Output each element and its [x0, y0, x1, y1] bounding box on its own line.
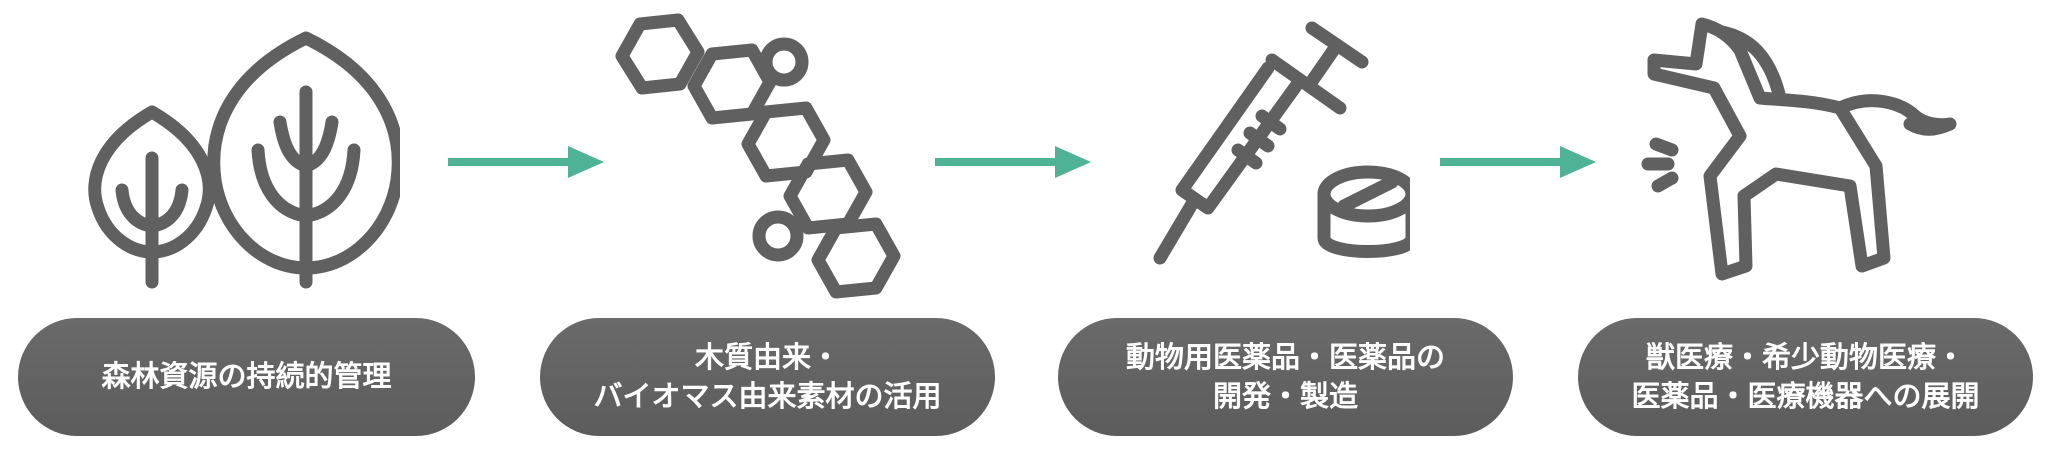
arrow-right-icon [935, 146, 1091, 178]
step-label-pharma: 動物用医薬品・医薬品の 開発・製造 [1058, 318, 1513, 436]
step-label-line: 動物用医薬品・医薬品の [1125, 339, 1445, 374]
arrow-right-icon [1440, 146, 1596, 178]
step-label-materials: 木質由来・ バイオマス由来素材の活用 [540, 318, 995, 436]
step-label-line: 医薬品・医療機器への展開 [1631, 379, 1980, 413]
step-label-forest: 森林資源の持続的管理 [18, 318, 475, 436]
step-label-veterinary: 獣医療・希少動物医療・ 医薬品・医療機器への展開 [1578, 318, 2033, 436]
syringe-pill-icon [1153, 21, 1410, 265]
step-label-line: 獣医療・希少動物医療・ [1645, 339, 1965, 374]
step-label-line: 木質由来・ [694, 339, 840, 374]
step-label-line: 森林資源の持続的管理 [101, 359, 392, 394]
step-label-line: 開発・製造 [1212, 379, 1358, 413]
arrow-right-icon [448, 146, 604, 178]
trees-icon [88, 31, 400, 289]
step-label-line: バイオマス由来素材の活用 [593, 379, 942, 413]
molecule-icon [615, 13, 901, 299]
horse-icon [1641, 17, 1957, 281]
